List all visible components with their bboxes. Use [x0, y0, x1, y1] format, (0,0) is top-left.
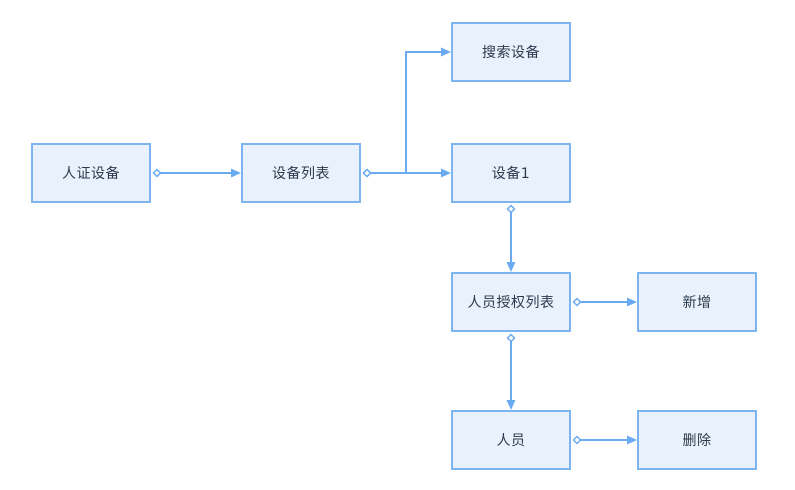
edge-tail-diamond [572, 297, 582, 307]
node-label: 人员授权列表 [467, 295, 555, 311]
node-label: 删除 [682, 433, 712, 449]
edge-line [367, 51, 442, 174]
node-xinzeng[interactable]: 新增 [637, 272, 757, 332]
edge-arrowhead [441, 47, 451, 57]
node-renzheng-shebei[interactable]: 人证设备 [31, 143, 151, 203]
edge-arrowhead [627, 297, 637, 307]
node-label: 设备1 [491, 166, 531, 182]
node-shebei1[interactable]: 设备1 [451, 143, 571, 203]
edge-tail-diamond [572, 435, 582, 445]
node-label: 设备列表 [272, 166, 330, 182]
edge-arrowhead [506, 262, 516, 272]
node-label: 人证设备 [62, 166, 120, 182]
edge-tail-diamond [152, 168, 162, 178]
edge-tail-diamond [362, 168, 372, 178]
node-sousuo-shebei[interactable]: 搜索设备 [451, 22, 571, 82]
edge-tail-diamond [506, 204, 516, 214]
node-label: 新增 [682, 295, 712, 311]
edge-arrowhead [441, 168, 451, 178]
edge-tail-diamond [506, 333, 516, 343]
node-label: 人员 [496, 433, 526, 449]
edge-layer [152, 47, 637, 445]
node-renyuan[interactable]: 人员 [451, 410, 571, 470]
edge-arrowhead [231, 168, 241, 178]
node-label: 搜索设备 [482, 45, 540, 61]
edge-arrowhead [627, 435, 637, 445]
node-shebei-liebiao[interactable]: 设备列表 [241, 143, 361, 203]
edge-arrowhead [506, 400, 516, 410]
node-shanchu[interactable]: 删除 [637, 410, 757, 470]
node-renyuan-shouquan-liebiao[interactable]: 人员授权列表 [451, 272, 571, 332]
